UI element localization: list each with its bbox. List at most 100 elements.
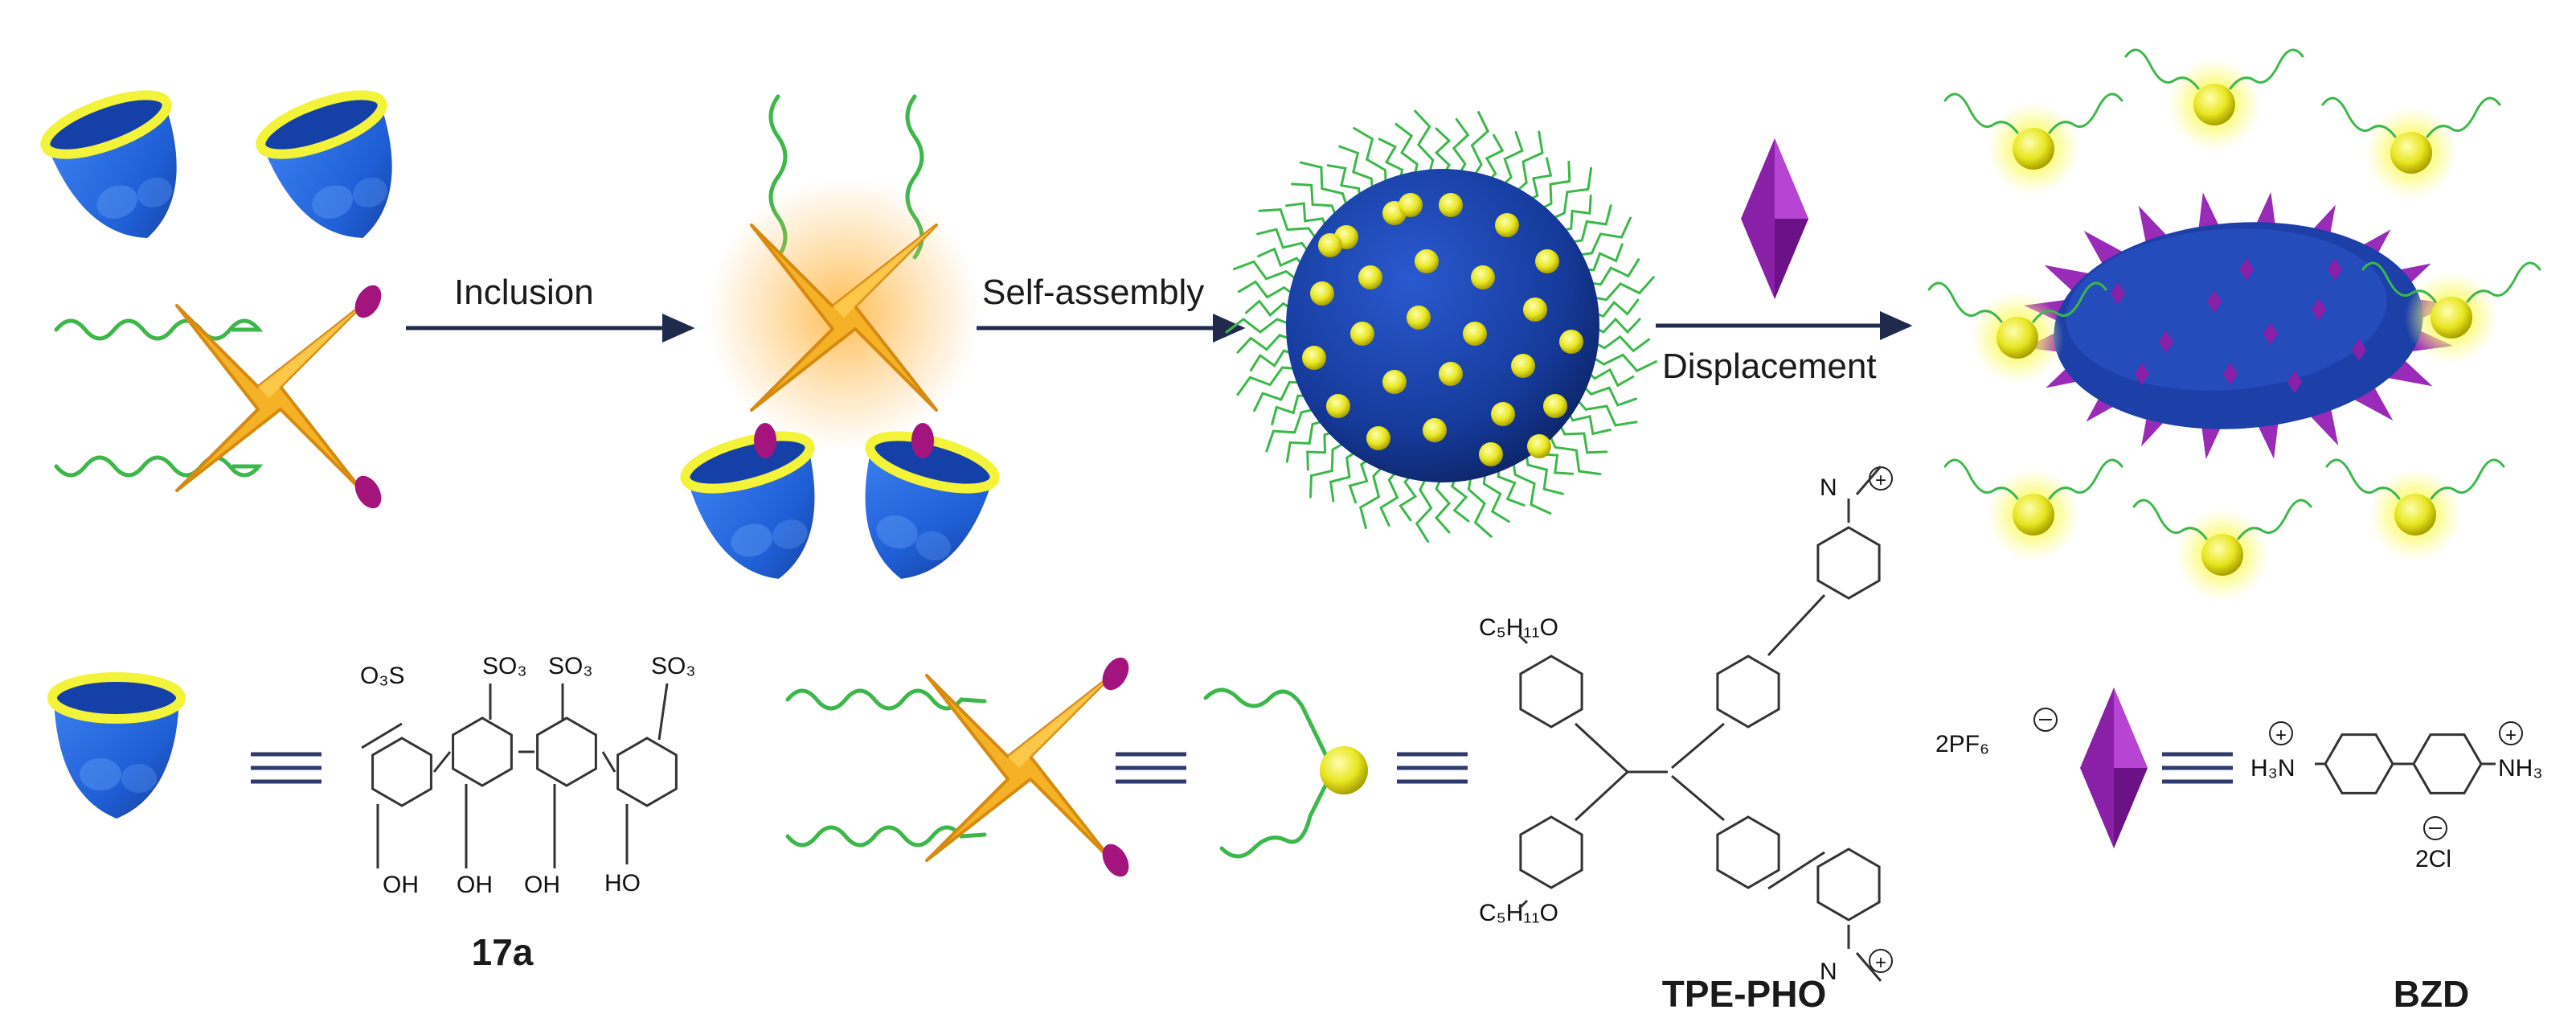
- surface-chain: [1524, 157, 1553, 203]
- surface-chain: [1414, 109, 1435, 179]
- guest-label: TPE-PHO: [1662, 973, 1826, 1015]
- pf6-counterion: 2PF₆: [1935, 731, 1989, 757]
- embedded-competitor: [2223, 363, 2238, 385]
- embedded-competitor: [2239, 258, 2254, 281]
- surface-chain: [1394, 123, 1419, 182]
- surface-chain: [1587, 353, 1657, 373]
- equiv-sign-4: [2162, 752, 2233, 784]
- surface-ball: [1527, 434, 1551, 458]
- surface-chain: [1565, 204, 1612, 244]
- embedded-competitor: [2287, 371, 2302, 393]
- surface-ball: [1463, 322, 1487, 346]
- released-guests: [1927, 48, 2541, 601]
- pyridinium-n-top: N: [1820, 474, 1837, 501]
- surface-chain: [1546, 166, 1593, 222]
- surface-chain: [1535, 160, 1571, 212]
- equiv-sign-2: [1116, 752, 1186, 784]
- hydroxyl-bonds: [376, 784, 629, 868]
- surface-chain: [1271, 394, 1313, 425]
- surface-ball: [1559, 330, 1583, 354]
- benzene-ring: [1716, 815, 1780, 889]
- surface-chain: [1467, 470, 1493, 538]
- surface-chain: [1485, 133, 1505, 185]
- surface-chain: [1258, 208, 1321, 244]
- released-guest: [2321, 96, 2501, 199]
- free-cup-2: [254, 83, 424, 260]
- bridge-bonds: [361, 683, 669, 773]
- surface-chain: [1237, 280, 1299, 299]
- benzene-ring: [536, 716, 597, 787]
- nanosphere: [1225, 109, 1657, 543]
- displaced-aggregate: [2024, 191, 2453, 460]
- surface-chain: [1257, 247, 1307, 270]
- benzene-ring: [1519, 815, 1583, 889]
- surface-ball: [1350, 322, 1374, 346]
- embedded-competitor: [2135, 363, 2149, 385]
- sulfonate-3: SO₃: [548, 653, 593, 679]
- tpe-bonds: [1517, 466, 1882, 982]
- surface-ball: [1479, 442, 1503, 466]
- alkoxy-bottom: C₅H₁₁O: [1479, 900, 1558, 926]
- surface-chain: [1587, 276, 1655, 302]
- surface-chain: [1299, 161, 1350, 212]
- legend-bipyramid: [2080, 687, 2148, 848]
- surface-chain: [1338, 145, 1374, 196]
- released-guest: [1943, 92, 2123, 195]
- benzene-ring: [2412, 733, 2483, 794]
- benzene-ring: [1816, 848, 1881, 921]
- tpe-pho-structure: C₅H₁₁O C₅H₁₁O N N 2PF₆ + +: [1479, 466, 2058, 985]
- embedded-competitor: [2159, 330, 2173, 353]
- surface-ball: [1471, 265, 1495, 289]
- equiv-sign-3: [1397, 752, 1468, 784]
- surface-ball: [1407, 306, 1431, 330]
- surface-chain: [1353, 127, 1387, 190]
- surface-ball: [1399, 193, 1423, 217]
- surface-ball: [1366, 426, 1390, 450]
- released-guest: [1943, 458, 2123, 561]
- svg-text:+: +: [1875, 952, 1886, 974]
- bzd-structure: H₃N NH₃ 2Cl + +: [2250, 721, 2543, 872]
- competitor-label: BZD: [2394, 973, 2470, 1015]
- surface-ball: [1491, 402, 1515, 426]
- surface-ball: [1318, 233, 1342, 257]
- surface-chain: [1434, 473, 1452, 534]
- surface-chain: [1358, 462, 1387, 530]
- self-assembly-label: Self-assembly: [982, 273, 1204, 312]
- charge-plus-left: +: [2269, 721, 2293, 746]
- surface-chain: [1511, 130, 1544, 196]
- surface-chain: [1434, 127, 1452, 179]
- surface-chain: [1470, 111, 1490, 182]
- surface-chain: [1556, 418, 1608, 454]
- surface-ball: [1511, 354, 1535, 378]
- surface-chain: [1253, 380, 1307, 412]
- embedded-competitor: [2111, 282, 2125, 305]
- benzene-ring: [2324, 733, 2394, 794]
- pyridinium-n-bottom: N: [1820, 958, 1837, 985]
- charge-plus-bottom: +: [1869, 949, 1893, 974]
- surface-ball: [1423, 418, 1447, 442]
- chloride-counterion: 2Cl: [2415, 846, 2451, 872]
- inclusion-complex: [680, 94, 1000, 596]
- surface-chain: [1256, 228, 1313, 257]
- surface-chain: [1348, 455, 1374, 504]
- surface-chain: [1225, 318, 1296, 334]
- sulfonate-2: SO₃: [482, 653, 527, 679]
- benzene-ring: [452, 716, 513, 787]
- alkoxy-top: C₅H₁₁O: [1479, 614, 1558, 641]
- hydroxyl-4: HO: [604, 870, 641, 897]
- surface-chain: [1306, 429, 1339, 471]
- surface-chain: [1589, 298, 1640, 318]
- benzene-ring: [1519, 655, 1583, 729]
- surface-chain: [1572, 216, 1632, 257]
- amine-left: H₃N: [2250, 755, 2295, 782]
- surface-chain: [1236, 366, 1302, 396]
- surface-chain: [1399, 470, 1418, 522]
- surface-chain: [1285, 202, 1329, 233]
- surface-chain: [1450, 472, 1470, 523]
- sulfonate-1: O₃S: [360, 663, 405, 689]
- surface-chain: [1452, 118, 1470, 179]
- surface-ball: [1326, 394, 1350, 418]
- surface-chain: [1415, 472, 1433, 543]
- surface-chain: [1329, 448, 1362, 503]
